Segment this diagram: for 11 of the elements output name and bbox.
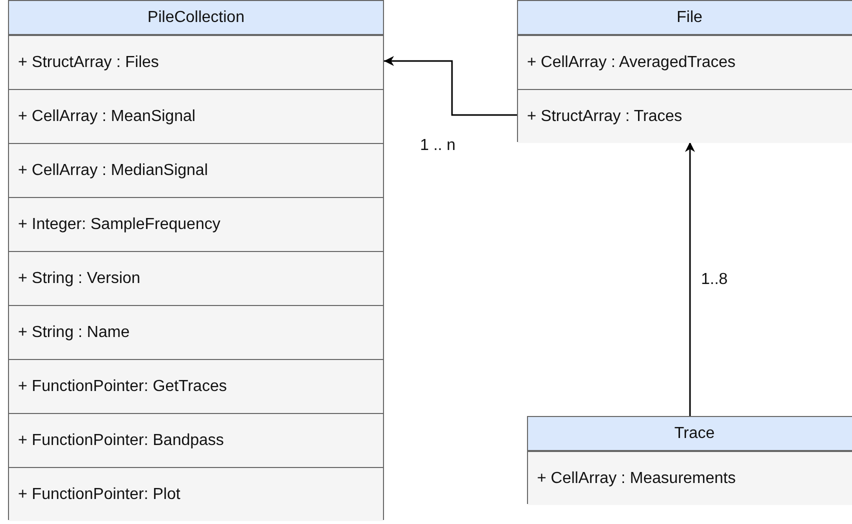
arrow <box>384 56 517 116</box>
arrow <box>685 142 695 416</box>
attribute-row: + FunctionPointer: Plot <box>9 467 383 521</box>
attribute-row: + StructArray : Traces <box>518 89 852 143</box>
class-box <box>527 416 852 504</box>
class-box <box>517 0 852 142</box>
class-box <box>8 0 384 520</box>
class-name: PileCollection <box>9 1 383 35</box>
class-name: File <box>518 1 852 35</box>
class-name: Trace <box>528 417 852 451</box>
attribute-row: + CellArray : Measurements <box>528 451 852 505</box>
